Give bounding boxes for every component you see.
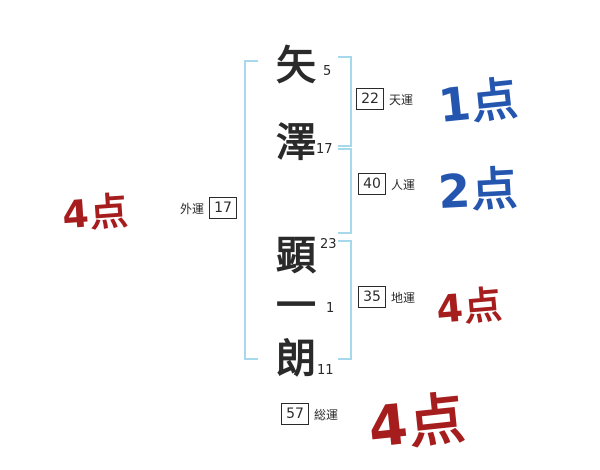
- tenun-label: 天運: [389, 92, 414, 107]
- score-jinun: 2点: [436, 160, 520, 220]
- stroke-count-1: 5: [323, 64, 332, 79]
- name-char-2: 澤: [276, 120, 316, 166]
- chiun-label: 地運: [391, 290, 416, 305]
- bracket-tenun: [338, 56, 352, 147]
- tenun-value-box: 22: [356, 88, 384, 110]
- name-char-4: 一: [276, 283, 316, 329]
- score-tenun: 1点: [435, 70, 521, 134]
- name-char-1: 矢: [276, 43, 316, 89]
- fortune-souun: 57 総運: [281, 403, 338, 425]
- souun-value-box: 57: [281, 403, 309, 425]
- fortune-gaiun: 外運 17: [180, 197, 238, 219]
- bracket-jinun: [338, 148, 352, 234]
- gaiun-label: 外運: [180, 201, 205, 216]
- fortune-tenun: 22 天運: [356, 88, 413, 110]
- fortune-chiun: 35 地運: [358, 286, 415, 308]
- stroke-count-3: 23: [320, 237, 337, 252]
- jinun-value-box: 40: [358, 173, 386, 195]
- score-souun: 4点: [365, 386, 469, 461]
- name-char-5: 朗: [276, 336, 316, 382]
- score-gaiun: 4点: [60, 188, 131, 238]
- chiun-value-box: 35: [358, 286, 386, 308]
- name-char-3: 顕: [276, 233, 316, 279]
- fortune-jinun: 40 人運: [358, 173, 415, 195]
- souun-label: 総運: [314, 407, 339, 422]
- jinun-label: 人運: [391, 177, 416, 192]
- stroke-count-5: 11: [317, 363, 334, 378]
- bracket-gaiun: [244, 60, 258, 360]
- stroke-count-4: 1: [326, 301, 335, 316]
- gaiun-value-box: 17: [209, 197, 238, 219]
- stroke-count-2: 17: [316, 142, 333, 157]
- score-chiun: 4点: [434, 282, 505, 332]
- bracket-chiun: [338, 240, 352, 360]
